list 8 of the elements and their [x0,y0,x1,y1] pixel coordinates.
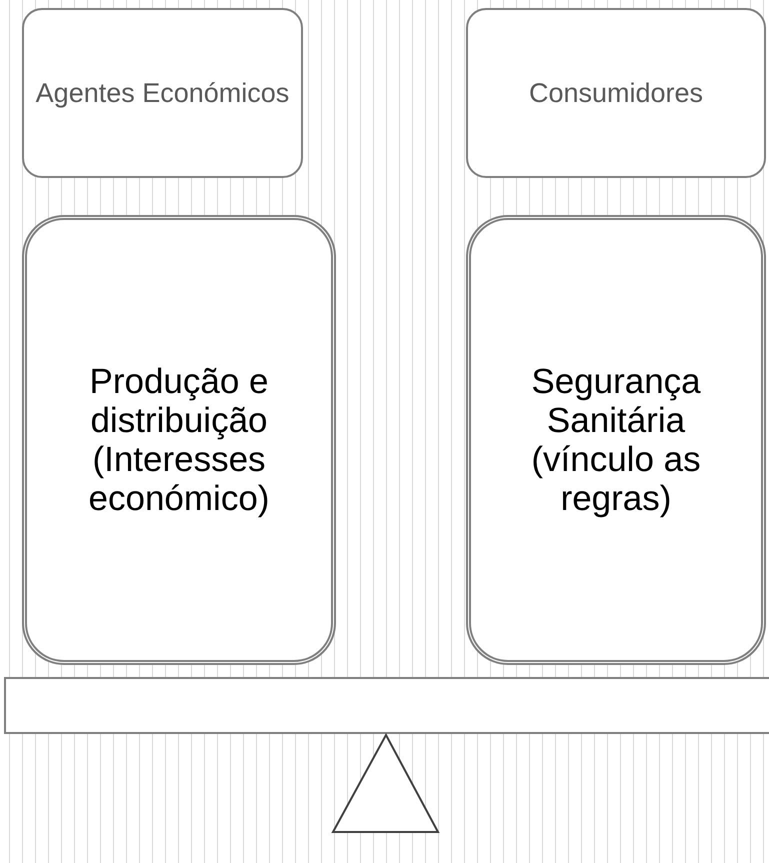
balance-pan-box [22,215,336,665]
box-label: Segurança Sanitária (vínculo as regras) [530,362,702,518]
box-label: Produção e distribuição (Interesses económico) [88,362,270,518]
label-box [466,8,766,178]
balance-pan-box [466,215,766,665]
box-label: Consumidores [528,80,704,106]
box-label: Agentes Económicos [36,80,290,106]
label-box [22,8,303,178]
